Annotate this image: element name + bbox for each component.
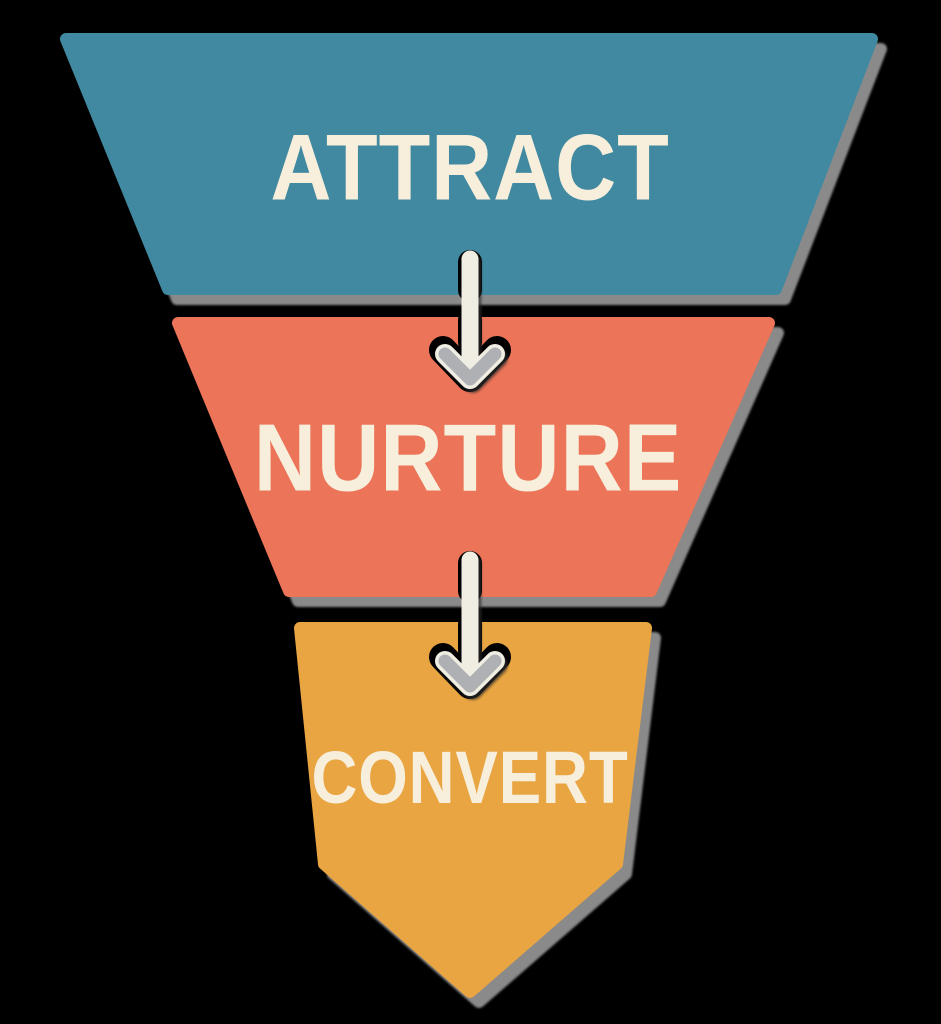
funnel-stage-nurture-shape [172,317,775,597]
down-arrow-icon [435,250,505,389]
stage-label-nurture: NURTURE [254,404,683,511]
stage-label-attract: ATTRACT [270,114,669,219]
funnel-stage-attract-shape [60,33,878,295]
stage-label-convert: CONVERT [311,737,628,820]
funnel-stage-convert-shape [294,622,652,998]
down-arrow-icon [435,551,505,696]
